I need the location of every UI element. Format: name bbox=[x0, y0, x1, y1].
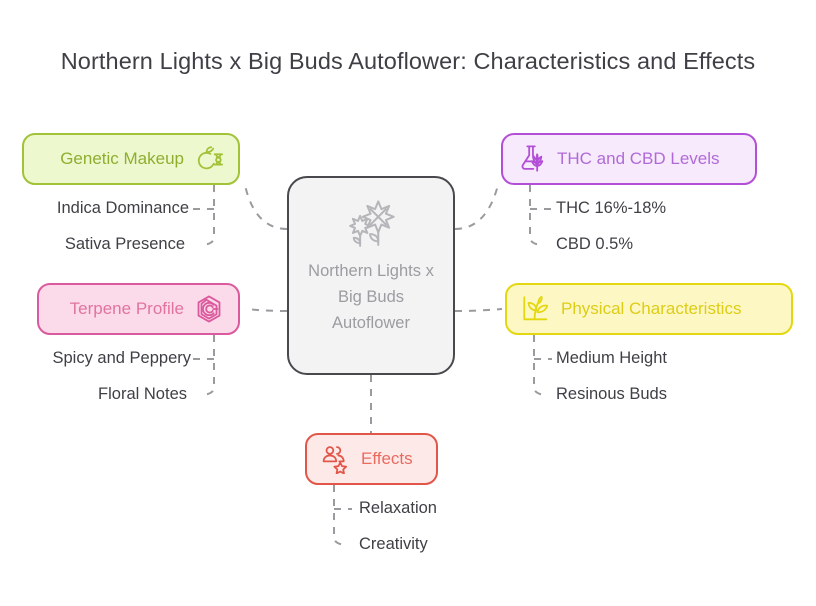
branch-thc-cbd-levels-label: THC and CBD Levels bbox=[557, 149, 720, 168]
connector-physical-children bbox=[533, 335, 546, 396]
branch-genetic-makeup-label: Genetic Makeup bbox=[60, 149, 184, 168]
people-star-icon bbox=[322, 446, 348, 474]
flask-leaf-icon bbox=[521, 145, 544, 172]
branch-genetic-makeup[interactable]: Genetic Makeup bbox=[22, 133, 240, 185]
leaf-thc-range: THC 16%-18% bbox=[556, 199, 667, 217]
leaf-medium-height: Medium Height bbox=[556, 349, 667, 367]
branch-terpene-profile-label: Terpene Profile bbox=[69, 299, 184, 318]
page-title: Northern Lights x Big Buds Autoflower: C… bbox=[60, 48, 756, 74]
hexagon-spiral-icon bbox=[197, 295, 221, 323]
connector-center-genetic bbox=[244, 184, 288, 230]
connector-center-terpene bbox=[244, 308, 288, 312]
connector-center-physical bbox=[454, 308, 503, 312]
leaf-creativity: Creativity bbox=[359, 535, 428, 553]
branch-physical-characteristics[interactable]: Physical Characteristics bbox=[505, 283, 793, 335]
branch-terpene-profile[interactable]: Terpene Profile bbox=[37, 283, 240, 335]
flower-sparkle-icon bbox=[349, 200, 395, 247]
leaf-resinous-buds: Resinous Buds bbox=[556, 385, 667, 403]
dna-seed-icon bbox=[197, 146, 224, 170]
branch-effects-label: Effects bbox=[361, 449, 413, 468]
leaf-sativa-presence: Sativa Presence bbox=[64, 235, 185, 253]
leaf-spicy-and-peppery: Spicy and Peppery bbox=[52, 349, 191, 367]
center-node[interactable]: Northern Lights x Big Buds Autoflower bbox=[287, 176, 455, 375]
leaf-cbd-level: CBD 0.5% bbox=[556, 235, 634, 253]
connector-center-thc bbox=[454, 184, 499, 230]
branch-effects[interactable]: Effects bbox=[305, 433, 438, 485]
connector-genetic-children bbox=[202, 185, 215, 246]
branch-physical-characteristics-label: Physical Characteristics bbox=[561, 299, 742, 318]
center-node-label: Northern Lights x Big Buds Autoflower bbox=[308, 262, 434, 332]
sprout-icon bbox=[523, 295, 549, 321]
branch-thc-cbd-levels[interactable]: THC and CBD Levels bbox=[501, 133, 757, 185]
leaf-indica-dominance: Indica Dominance bbox=[56, 199, 189, 217]
connector-effects-children bbox=[333, 485, 346, 546]
connector-terpene-children bbox=[202, 335, 215, 396]
leaf-relaxation: Relaxation bbox=[359, 499, 437, 517]
leaf-floral-notes: Floral Notes bbox=[98, 385, 187, 403]
connector-thc-children bbox=[529, 185, 542, 246]
